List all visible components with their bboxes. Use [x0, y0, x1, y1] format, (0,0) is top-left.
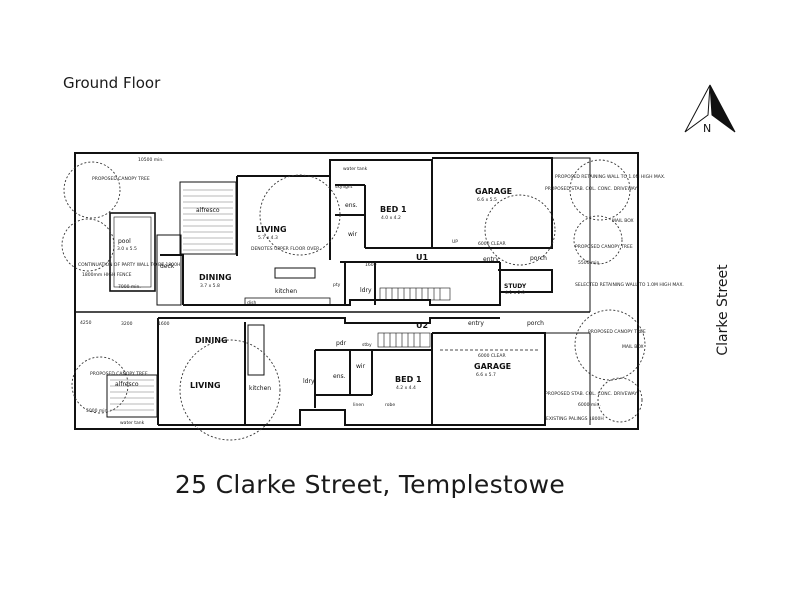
tree-canopy-icon: [61, 159, 646, 441]
u1-dining-dim: 3.7 x 5.8: [200, 283, 220, 289]
kitchen-bench-2: [247, 324, 265, 376]
u1-garage-label: GARAGE: [475, 187, 512, 196]
dim-6000: 6000 min.: [578, 402, 601, 408]
unit-1-label: U1: [416, 253, 428, 262]
robe-label: robe: [385, 402, 395, 408]
u1-pool-label: pool: [118, 238, 131, 245]
retaining-wall-note-2: SELECTED RETAINING WALL TO 1.0M HIGH MAX…: [575, 282, 684, 288]
u1-bed1-dim: 4.0 x 4.2: [381, 215, 401, 221]
north-arrow-icon: N: [684, 84, 736, 135]
dim-5000: 5000 min.: [86, 408, 109, 414]
u1-bed1-label: BED 1: [380, 205, 407, 214]
existing-palings-note: EXISTING PALINGS 1800H: [546, 416, 604, 422]
u2-alfresco-label: alfresco: [115, 381, 139, 388]
dim-4250: 4250: [80, 320, 92, 326]
u1-kitchen-label: kitchen: [275, 288, 297, 295]
denotes-upper-note: DENOTES UPPER FLOOR OVER: [251, 246, 319, 252]
u1-study-dim: 4.1 x 2.9: [505, 290, 525, 296]
linen-label: linen: [353, 402, 364, 408]
u2-ldry-label: ldry: [303, 378, 315, 385]
dim-3200: 3200: [121, 321, 133, 327]
retaining-wall-note-1: PROPOSED RETAINING WALL TO 1.0M HIGH MAX…: [555, 174, 665, 180]
driveway-note-2: PROPOSED STAB. COL. CONC. DRIVEWAY: [545, 391, 637, 397]
alfresco-hatch-2: [106, 374, 158, 418]
unit-2-outline: [157, 317, 546, 426]
u2-ens-label: ens.: [333, 373, 346, 380]
u1-study-label: STUDY: [504, 283, 527, 290]
mail-box-1: MAIL BOX: [612, 218, 634, 224]
u1-pool-dim: 3.0 x 5.5: [117, 246, 137, 252]
u2-bed1-label: BED 1: [395, 375, 422, 384]
mail-box-2: MAIL BOX: [622, 344, 644, 350]
u1-garage-dim: 6.6 x 5.5: [477, 197, 497, 203]
u1-porch-label: porch: [530, 255, 547, 262]
pool-note: CONTINUATION OF PARTY WALL TO BE 1800H: [78, 262, 180, 268]
u2-wir-label: wir: [356, 363, 366, 370]
water-tank-top: water tank: [343, 166, 368, 172]
pool: [109, 212, 156, 292]
u2-garage-dim: 6.6 x 5.7: [476, 372, 496, 378]
fence-note: 1800mm HIGH FENCE: [82, 272, 132, 278]
canopy-note-3: PROPOSED CANOPY TREE: [90, 371, 148, 377]
u1-ldry-label: ldry: [360, 287, 372, 294]
driveway-note-1: PROPOSED STAB. COL. CONC. DRIVEWAY: [545, 186, 637, 192]
dim-7000: 7000 min.: [118, 284, 141, 290]
dim-10500: 10500 min.: [138, 157, 164, 163]
u1-living-dim: 5.7 x 4.3: [258, 235, 278, 241]
kitchen-bench: [244, 297, 331, 306]
dim-1600-a: 1600: [158, 321, 170, 327]
kitchen-island: [274, 267, 316, 279]
deck: [156, 234, 182, 306]
u1-wir-label: wir: [348, 231, 358, 238]
u1-alfresco-label: alfresco: [196, 207, 220, 214]
north-label: N: [703, 122, 711, 135]
u1-garage-clear: 6000 CLEAR: [478, 241, 506, 247]
u2-porch-label: porch: [527, 320, 544, 327]
canopy-note-1: PROPOSED CANOPY TREE: [588, 329, 646, 335]
alfresco-note: PROPOSED CANOPY TREE: [92, 176, 150, 182]
site-boundary: [74, 152, 639, 430]
dim-1600-b: 1600: [365, 262, 377, 268]
room-labels: alfresco pool 3.0 x 5.5 deck DINING 3.7 …: [115, 187, 547, 392]
annotations: water tank water tank 10500 min. 5500 mi…: [78, 157, 684, 426]
u2-bed1-dim: 4.2 x 4.4: [396, 385, 416, 391]
ens-skylight-note: skylight: [335, 184, 353, 190]
street-label: Clarke Street: [715, 264, 731, 356]
u1-ens-label: ens.: [345, 202, 358, 209]
unit-1-stairs: [379, 287, 451, 301]
alfresco-hatch: [179, 181, 237, 255]
u2-kitchen-label: kitchen: [249, 385, 271, 392]
water-tank-bottom: water tank: [120, 420, 145, 426]
u2-stby-label: stby: [362, 342, 372, 348]
u2-living-label: LIVING: [190, 381, 221, 390]
unit-2-label: U2: [416, 321, 428, 330]
u2-dining-label: DINING: [195, 336, 228, 345]
driveway: [545, 157, 591, 425]
u2-entry-label: entry: [468, 320, 484, 327]
address-title: 25 Clarke Street, Templestowe: [174, 470, 566, 499]
dim-5500: 5500 min.: [578, 260, 601, 266]
page-title: Ground Floor: [63, 74, 161, 92]
canopy-note-2: PROPOSED CANOPY TREE: [575, 244, 633, 250]
u1-pty-label: pty: [333, 282, 341, 288]
u2-garage-label: GARAGE: [474, 362, 511, 371]
u1-entry-label: entry: [483, 256, 499, 263]
unit-1-outline: [160, 157, 553, 306]
u2-pdr-label: pdr: [336, 340, 347, 347]
dish-label: dish: [247, 300, 256, 306]
u1-dining-label: DINING: [199, 273, 232, 282]
unit-2-stairs: [377, 332, 431, 348]
u2-garage-clear: 6000 CLEAR: [478, 353, 506, 359]
u1-living-label: LIVING: [256, 225, 287, 234]
stairs-up-label: UP: [452, 239, 458, 245]
u1-deck-label: deck: [160, 263, 175, 270]
